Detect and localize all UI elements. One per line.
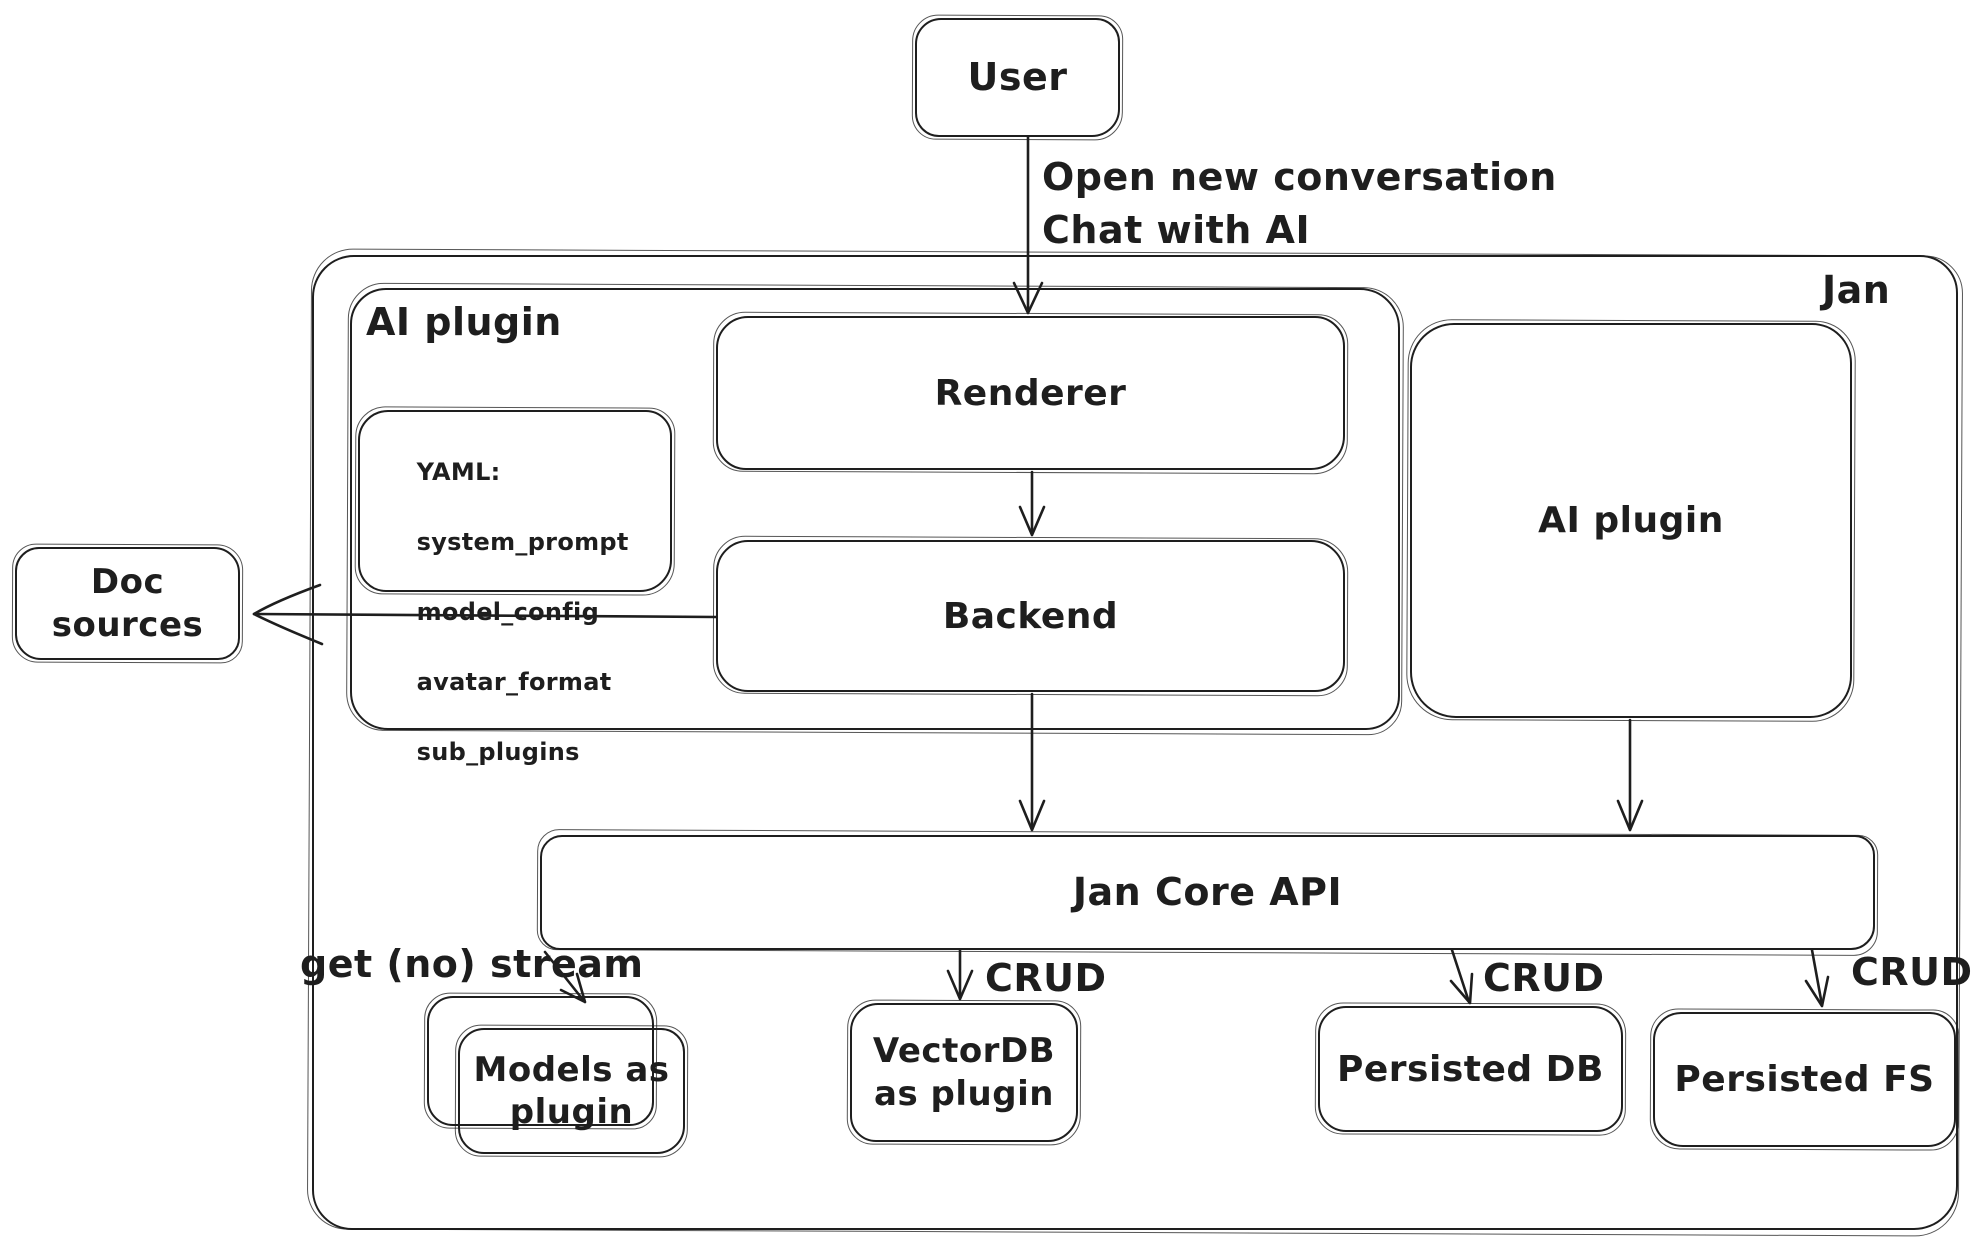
yaml-line: sub_plugins [416,738,580,766]
ai-plugin-right-box [1410,323,1852,718]
ai-plugin-left-label: AI plugin [366,300,562,344]
user-box [915,18,1120,137]
persisted-fs-label: Persisted FS [1674,1059,1935,1100]
renderer-box [716,316,1345,470]
renderer-label: Renderer [934,372,1127,414]
yaml-note-box [358,410,672,592]
label-crud-persisted-fs: CRUD [1851,950,1973,994]
yaml-title: YAML: [416,458,501,486]
label-get-no-stream: get (no) stream [300,942,644,986]
label-crud-persisted-db: CRUD [1483,956,1605,1000]
models-as-plugin-label: Models as plugin [473,1049,670,1133]
vectordb-as-plugin-box [850,1003,1078,1142]
doc-sources-box [15,547,240,660]
ai-plugin-left-container [350,288,1400,730]
yaml-line: system_prompt [416,528,629,556]
persisted-fs-box [1653,1012,1956,1147]
yaml-line: model_config [416,598,600,626]
user-label: User [967,54,1068,99]
doc-sources-label: Doc sources [51,562,204,645]
jan-label: Jan [1822,268,1891,312]
ai-plugin-right-label: AI plugin [1538,500,1724,541]
backend-label: Backend [942,595,1119,637]
models-as-plugin-box [458,1028,685,1154]
label-open-new-conversation: Open new conversation [1042,155,1557,199]
jan-container [312,255,1958,1230]
persisted-db-label: Persisted DB [1337,1048,1604,1090]
persisted-db-box [1318,1006,1623,1132]
label-crud-vectordb: CRUD [985,956,1107,1000]
label-chat-with-ai: Chat with AI [1042,208,1311,252]
vectordb-as-plugin-label: VectorDB as plugin [872,1031,1056,1114]
yaml-line: avatar_format [416,668,612,696]
jan-core-api-label: Jan Core API [1072,869,1343,914]
yaml-note-text: YAML: system_prompt model_config avatar_… [382,420,629,805]
jan-core-api-box [540,835,1875,950]
